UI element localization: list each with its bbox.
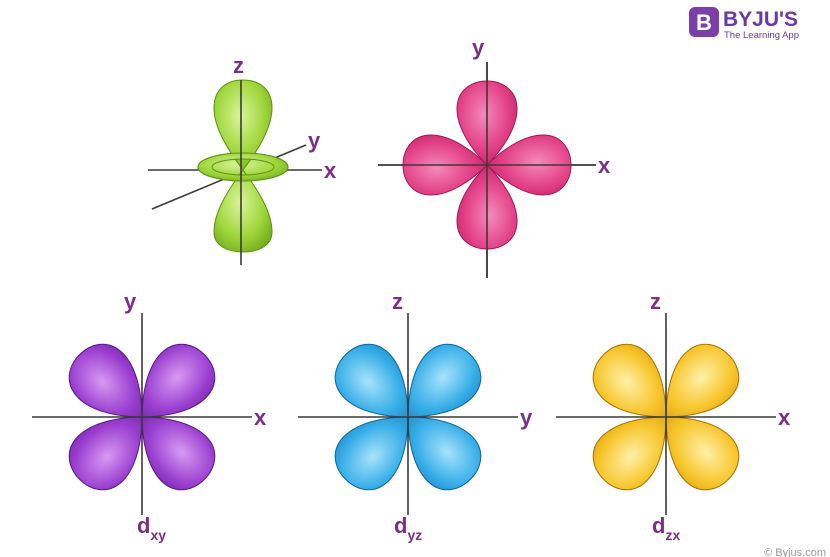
caption-sub: zx <box>665 527 680 543</box>
axis-label-z: z <box>650 289 661 314</box>
axis-label-x: x <box>324 158 337 183</box>
caption-sub: yz <box>407 527 422 543</box>
axis-label-y: y <box>308 128 321 153</box>
logo-tagline: The Learning App <box>724 30 799 41</box>
caption-sub: xy <box>150 527 166 543</box>
axis-label-y: y <box>472 35 485 60</box>
axis-label-y: y <box>124 289 137 314</box>
axis-label-y: y <box>520 405 533 430</box>
lobe-upper <box>213 79 273 171</box>
byjus-logo: B BYJU'S The Learning App <box>689 7 799 41</box>
axis-label-z: z <box>233 53 244 78</box>
logo-badge <box>689 7 719 37</box>
caption-main: d <box>137 513 150 538</box>
orbital-dyz: z y dyz <box>298 289 533 543</box>
orbital-caption-dzx: dzx <box>652 513 680 543</box>
orbital-dz2: z x y <box>148 53 337 265</box>
axis-label-x: x <box>778 405 791 430</box>
orbital-dxy: y x dxy <box>32 289 267 543</box>
torus-ring-front <box>197 152 289 182</box>
logo-letter: B <box>696 10 712 35</box>
orbital-dx2-y2: y x <box>378 35 611 278</box>
axis-label-x: x <box>254 405 267 430</box>
caption-main: d <box>394 513 407 538</box>
axis-label-z: z <box>392 289 403 314</box>
orbital-caption-dxy: dxy <box>137 513 166 543</box>
logo-name: BYJU'S <box>723 8 798 31</box>
orbital-caption-dyz: dyz <box>394 513 422 543</box>
copyright-text: © Byjus.com <box>764 547 826 557</box>
axis-label-x: x <box>598 153 611 178</box>
caption-main: d <box>652 513 665 538</box>
orbital-dzx: z x dzx <box>556 289 791 543</box>
lobe-lower <box>213 169 273 253</box>
